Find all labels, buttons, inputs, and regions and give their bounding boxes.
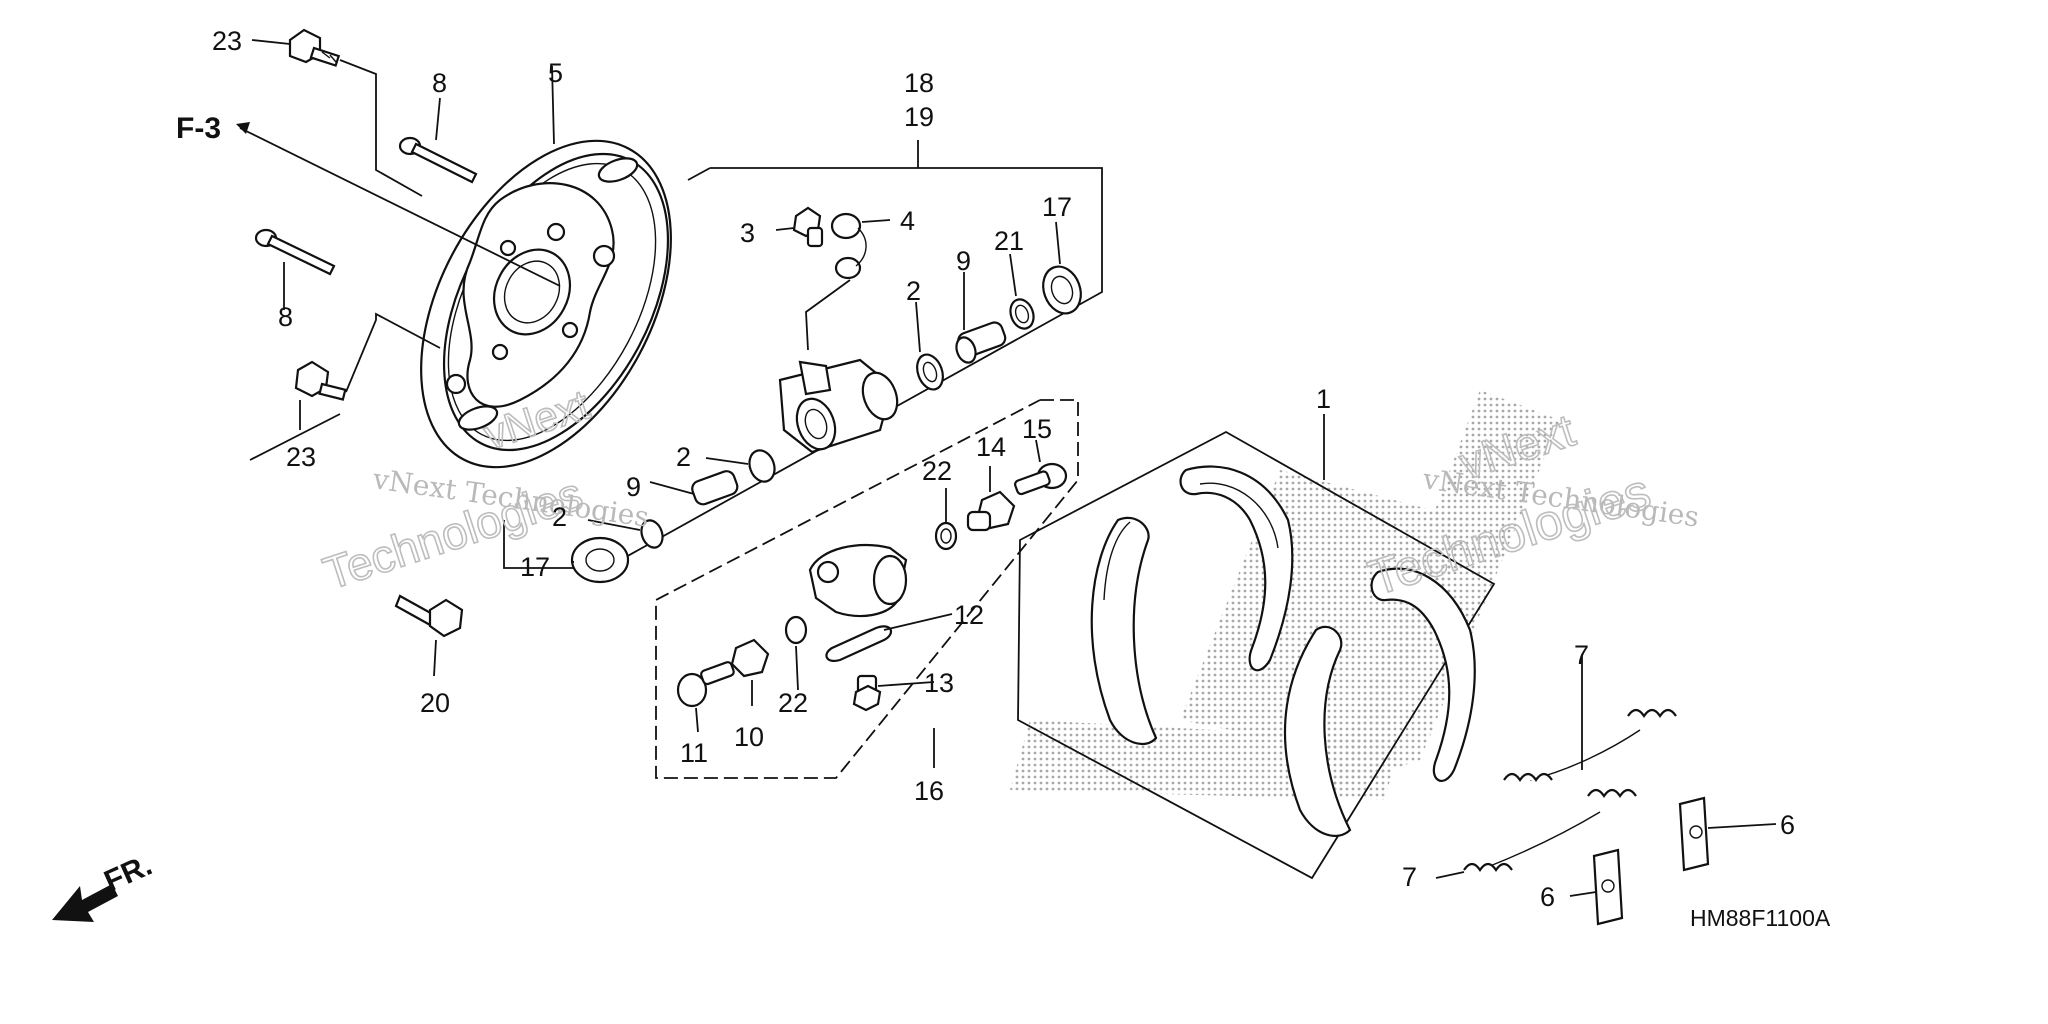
callout-21: 21: [994, 226, 1024, 256]
callout-6-right: 6: [1780, 810, 1795, 840]
wheel-cylinder-lower-box: [655, 399, 1079, 779]
callout-1: 1: [1316, 384, 1331, 414]
screw-11: [676, 661, 735, 708]
callout-17-upper: 17: [1042, 192, 1072, 222]
adjuster-10: [730, 638, 770, 678]
clip-12: [825, 625, 893, 662]
bolt-23-top: [288, 28, 341, 67]
pin-8-lower: [254, 228, 336, 276]
callout-7-upper: 7: [1574, 640, 1589, 670]
brake-panel: [420, 139, 672, 469]
wheel-cylinder-lower: [808, 543, 908, 618]
callout-23-top: 23: [212, 26, 242, 56]
brake-shoe-front-left: [1090, 516, 1158, 746]
callout-9-lower: 9: [626, 472, 641, 502]
ring-21: [1009, 298, 1035, 330]
clip-6-left: [1592, 848, 1624, 926]
ref-arrow-head: [236, 122, 250, 134]
piston-9-lower: [691, 470, 739, 506]
front-direction-arrow-icon: FR.: [52, 849, 157, 922]
spring-7-upper: [1503, 708, 1677, 782]
callout-11: 11: [680, 738, 708, 768]
callout-5: 5: [548, 58, 563, 88]
bolt-20: [394, 594, 464, 638]
reference-label: F-3: [176, 112, 221, 145]
callout-3: 3: [740, 218, 755, 248]
callout-8-top: 8: [432, 68, 447, 98]
callout-23-bottom: 23: [286, 442, 316, 472]
callout-15: 15: [1022, 414, 1052, 444]
screw-15: [1014, 462, 1068, 496]
callout-9-upper: 9: [956, 246, 971, 276]
callout-18: 18: [904, 68, 934, 98]
callout-22-upper: 22: [922, 456, 952, 486]
bleeder-3: [792, 206, 824, 248]
boot-17-lower: [570, 536, 630, 584]
callout-6-left: 6: [1540, 882, 1555, 912]
callout-10: 10: [734, 722, 764, 752]
adjuster-14: [966, 490, 1016, 532]
drawing-code: HM88F1100A: [1690, 905, 1831, 931]
callout-17-lower: 17: [520, 552, 550, 582]
brake-shoe-front-right: [1283, 625, 1352, 838]
cup-2-lower: [748, 449, 776, 483]
pin-8-upper: [398, 136, 478, 184]
callout-8-bottom: 8: [278, 302, 293, 332]
callout-7-lower: 7: [1402, 862, 1417, 892]
cup-2-upper: [916, 353, 944, 391]
leader-lines: [239, 39, 1777, 897]
washer-22-upper: [934, 521, 958, 551]
clip-6-right: [1678, 796, 1710, 872]
brake-shoe-rear-right: [1370, 567, 1476, 782]
bolt-23-bottom: [294, 360, 347, 401]
boot-17-upper: [1042, 265, 1082, 315]
ring-2-lower: [640, 519, 664, 549]
callout-22-lower: 22: [778, 688, 808, 718]
callout-13: 13: [924, 668, 954, 698]
callout-2-lower: 2: [552, 502, 567, 532]
washer-22-lower: [784, 615, 808, 645]
callout-2-upper: 2: [906, 276, 921, 306]
wheel-cylinder-upper: [778, 358, 899, 454]
callout-16: 16: [914, 776, 944, 806]
spring-7-lower: [1463, 788, 1637, 872]
callout-2-middle: 2: [676, 442, 691, 472]
callout-12: 12: [954, 600, 984, 630]
cap-4: [830, 212, 867, 280]
callout-20: 20: [420, 688, 450, 718]
callout-14: 14: [976, 432, 1006, 462]
callout-labels: F-3 23 8 5 8 23 18 19 3 4 2 9 21 17 2 9 …: [176, 26, 1831, 931]
callout-4: 4: [900, 206, 915, 236]
brake-shoe-box: [1017, 430, 1496, 880]
callout-19: 19: [904, 102, 934, 132]
piston-9-upper: [955, 321, 1007, 364]
brake-shoe-rear-left: [1179, 465, 1294, 672]
bleeder-13: [852, 674, 882, 712]
